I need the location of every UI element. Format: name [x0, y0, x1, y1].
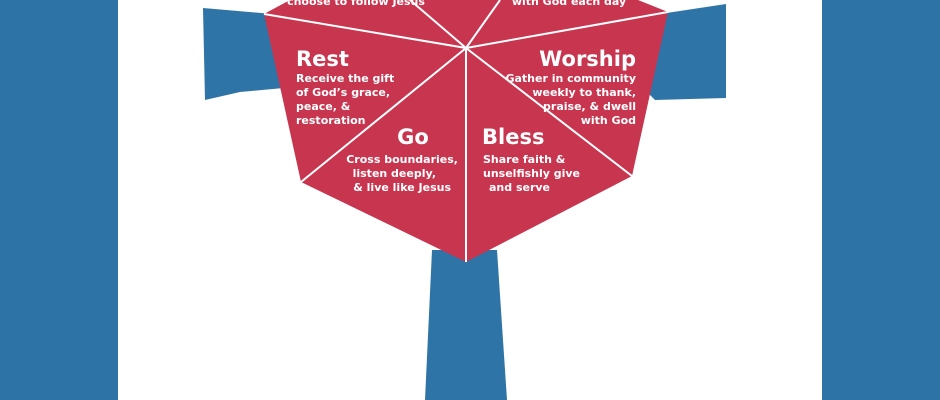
bless-line-2: unselfishly give — [483, 167, 580, 180]
go-line-1: Cross boundaries, — [346, 153, 458, 166]
rest-line-1: Receive the gift — [296, 72, 394, 85]
top-left-partial-text: choose to follow Jesus — [287, 0, 425, 8]
worship-line-3: praise, & dwell — [543, 100, 636, 113]
rest-title: Rest — [296, 47, 349, 71]
divider-lower-left — [300, 47, 467, 183]
top-right-partial-text: with God each day — [512, 0, 626, 8]
worship-line-4: with God — [581, 114, 636, 127]
rest-line-2: of God’s grace, — [296, 86, 390, 99]
divider-upper-left — [263, 13, 467, 49]
go-line-2: listen deeply, — [353, 167, 436, 180]
bless-title: Bless — [482, 125, 544, 149]
rest-line-3: peace, & — [296, 100, 351, 113]
divider-top-left — [409, 0, 467, 49]
cross-stem — [425, 250, 507, 400]
divider-lower-right — [465, 47, 633, 177]
go-title: Go — [397, 125, 429, 149]
divider-upper-right — [465, 11, 669, 49]
bless-line-1: Share faith & — [483, 153, 566, 166]
worship-line-1: Gather in community — [505, 72, 636, 85]
worship-line-2: weekly to thank, — [532, 86, 636, 99]
worship-title: Worship — [539, 47, 636, 71]
cross-right-arm — [645, 4, 726, 100]
rest-line-4: restoration — [296, 114, 366, 127]
go-line-3: & live like Jesus — [353, 181, 451, 194]
bless-line-3: and serve — [489, 181, 550, 194]
divider-top-right — [465, 0, 501, 49]
